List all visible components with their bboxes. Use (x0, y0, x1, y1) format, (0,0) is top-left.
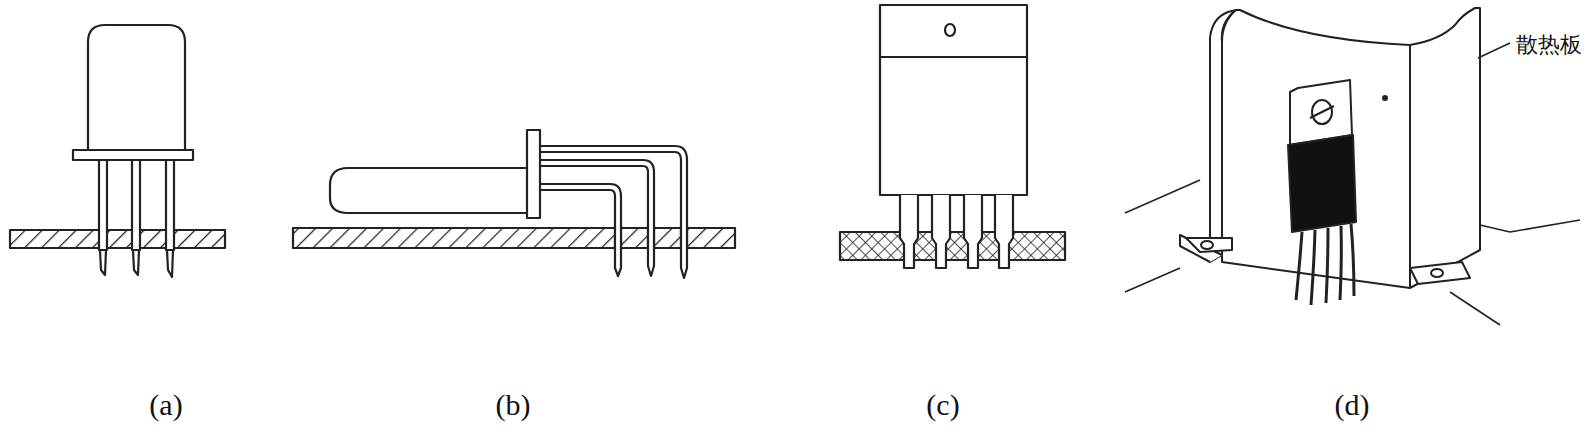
figure-label: (d) (1335, 388, 1370, 422)
figure-label: (c) (926, 388, 959, 422)
part-name: 散热板 (1516, 30, 1582, 60)
heat-sink-mount (1125, 8, 1580, 325)
figure-label: (a) (149, 388, 182, 422)
horizontal-mount (293, 130, 735, 278)
vertical-mount (10, 25, 225, 277)
figure-label: (b) (496, 388, 531, 422)
flat-package-mount (840, 5, 1065, 268)
